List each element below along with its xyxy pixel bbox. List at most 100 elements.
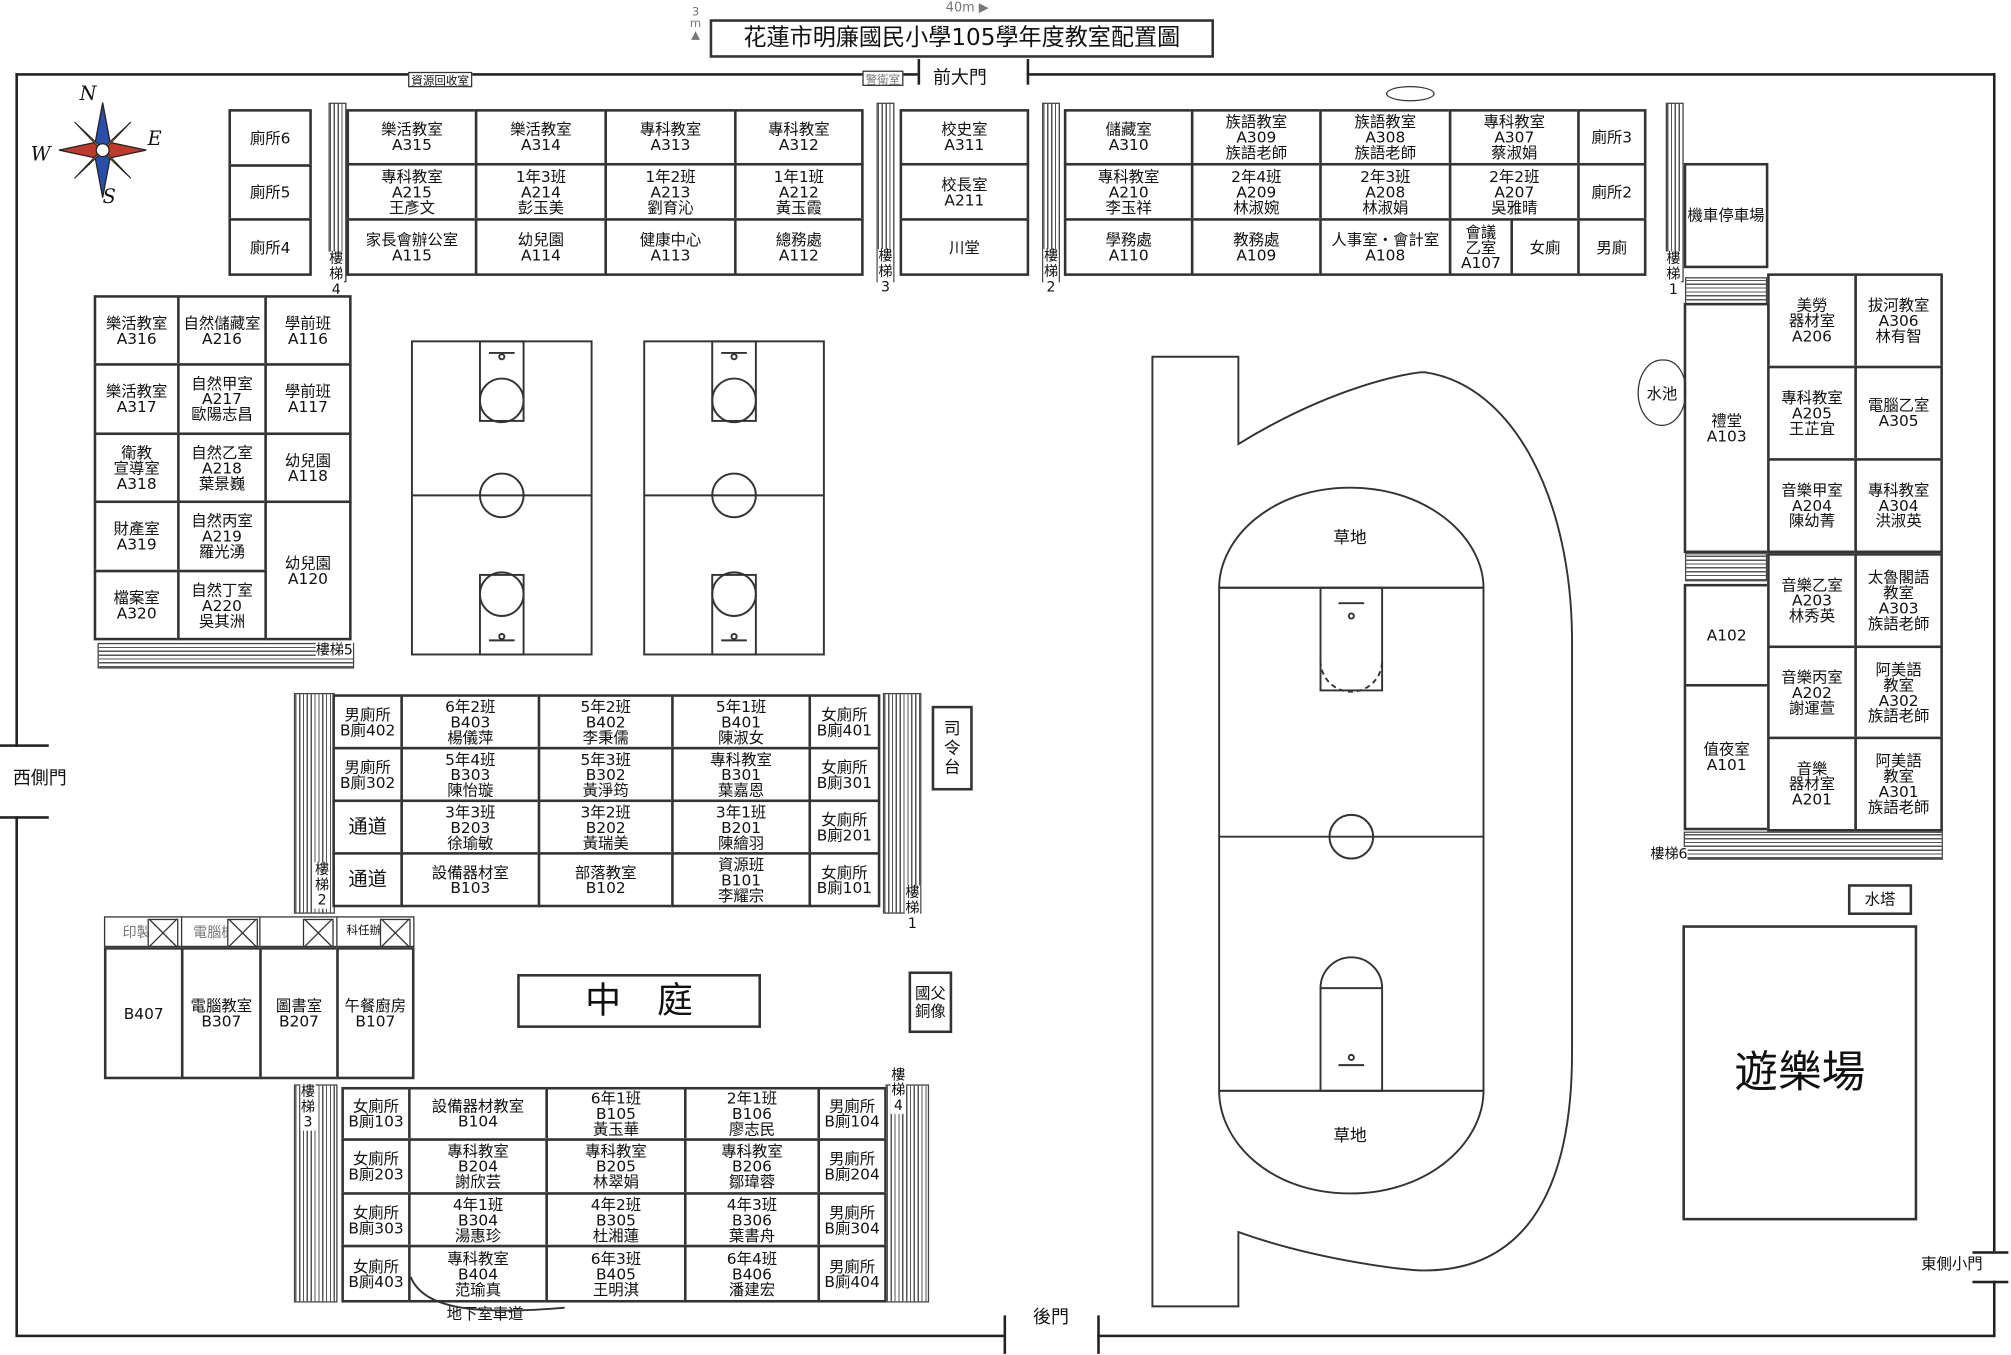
room-r084[interactable]: B407	[103, 947, 184, 1080]
front-gate-mark-1	[917, 59, 921, 85]
room-r028[interactable]: 廁所2	[1577, 162, 1647, 221]
room-line: 葉書舟	[728, 1226, 776, 1245]
room-line: 自然甲室	[191, 374, 253, 393]
room-line: 王明淇	[592, 1280, 640, 1299]
room-r002[interactable]: 廁所5	[228, 164, 312, 221]
running-track	[1151, 355, 1574, 1308]
room-line: A203	[1792, 591, 1832, 610]
room-line: 族語老師	[1867, 706, 1930, 725]
stair-5-label: 樓梯5	[315, 641, 353, 659]
room-line: 范瑜真	[454, 1280, 502, 1299]
room-r034[interactable]: 男廁	[1577, 218, 1647, 276]
top-ellipse	[1385, 85, 1435, 102]
basketball-court-2	[643, 340, 825, 656]
room-r003[interactable]: 廁所4	[228, 218, 312, 276]
room-r018[interactable]: 川堂	[899, 218, 1030, 276]
room-line: 資源班	[717, 855, 765, 874]
room-line: 通道	[348, 867, 387, 891]
room-r023[interactable]: 廁所3	[1577, 109, 1647, 166]
room-line: 幼兒園	[284, 451, 332, 470]
room-line: A214	[520, 182, 561, 201]
sun-yatsen-statue: 國父銅像	[908, 971, 953, 1034]
room-line: 潘建宏	[728, 1280, 776, 1299]
room-line: A213	[650, 182, 691, 201]
room-line: A216	[202, 329, 242, 348]
room-r001[interactable]: 廁所6	[228, 109, 312, 167]
compass-rose-icon	[58, 102, 147, 198]
compass-e: E	[147, 127, 162, 151]
room-line: A103	[1706, 426, 1747, 445]
room-line: 男廁所	[828, 1256, 876, 1275]
elevator-x-3	[302, 918, 334, 948]
room-line: 湯惠珍	[454, 1226, 502, 1245]
moto-parking[interactable]: 機車停車場	[1683, 162, 1769, 269]
room-line: A108	[1365, 245, 1406, 264]
room-line: 1年3班	[515, 167, 567, 186]
